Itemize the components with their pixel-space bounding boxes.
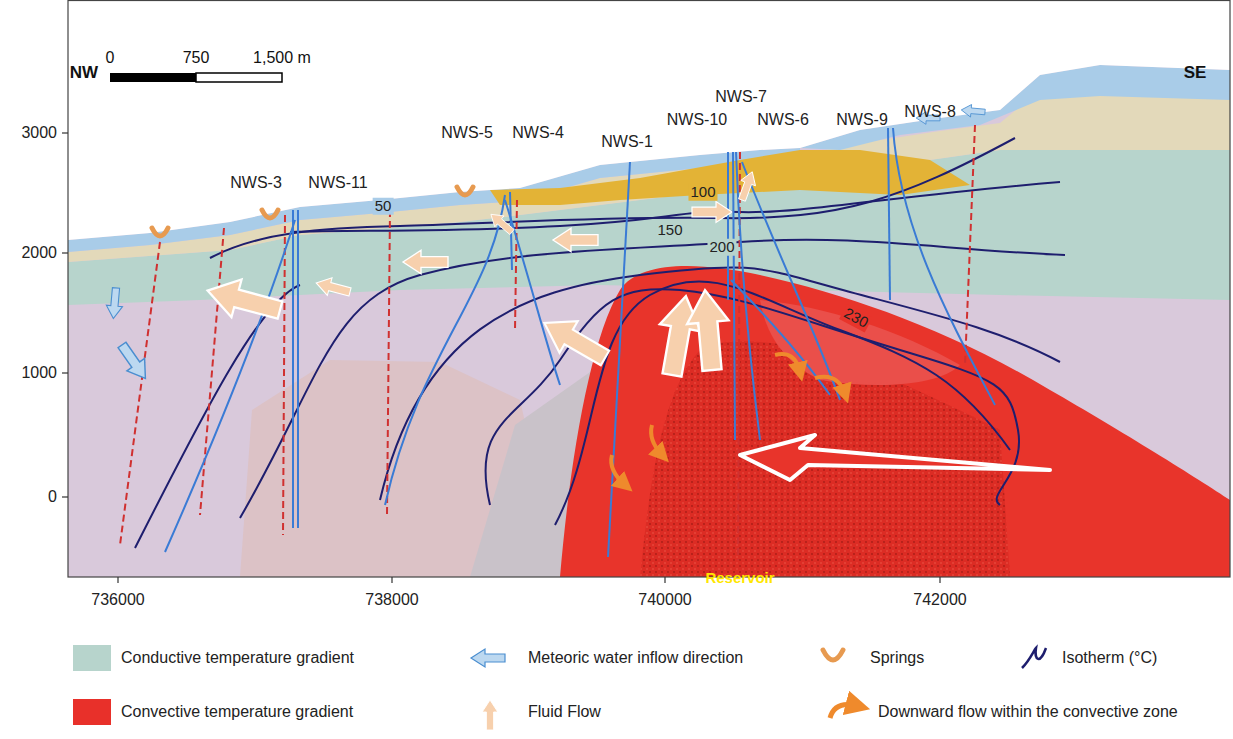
axis-label: 740000 (638, 591, 691, 609)
legend-text: Conductive temperature gradient (121, 649, 354, 667)
axis-label: SE (1184, 64, 1207, 83)
well-name: NWS-3 (230, 174, 282, 192)
well-name: NWS-1 (601, 133, 653, 151)
axis-label: 1,500 m (253, 49, 311, 67)
axis-label: 750 (183, 49, 210, 67)
legend-text: Meteoric water inflow direction (528, 649, 743, 667)
axis-label: 1000 (21, 364, 57, 382)
legend-swatch (73, 645, 111, 671)
axis-label: 738000 (365, 591, 418, 609)
axis-label: 0 (48, 488, 57, 506)
legend-text: Downward flow within the convective zone (878, 703, 1178, 721)
isotherm-value: 50 (373, 198, 394, 215)
isotherm-value: 150 (655, 222, 684, 239)
axis-label: 742000 (913, 591, 966, 609)
legend-swatch (73, 699, 111, 725)
well-name: NWS-6 (757, 111, 809, 129)
axis-label: 2000 (21, 244, 57, 262)
well-name: NWS-10 (667, 111, 727, 129)
well-name: NWS-5 (441, 124, 493, 142)
axis-label: NW (70, 64, 98, 83)
isotherm-value: 200 (707, 239, 736, 256)
axis-label: 736000 (91, 591, 144, 609)
well-name: NWS-11 (308, 174, 367, 192)
isotherm-value: 100 (688, 184, 717, 201)
axis-label: 0 (106, 49, 115, 67)
well-name: NWS-7 (715, 88, 767, 106)
zone-label: Reservoir (705, 570, 774, 587)
axis-label: 3000 (21, 124, 57, 142)
legend-text: Isotherm (°C) (1062, 649, 1157, 667)
legend-text: Springs (870, 649, 924, 667)
well-name: NWS-9 (836, 111, 888, 129)
legend-text: Fluid Flow (528, 703, 601, 721)
legend-text: Convective temperature gradient (121, 703, 353, 721)
well-name: NWS-4 (512, 124, 564, 142)
well-name: NWS-8 (904, 103, 956, 121)
